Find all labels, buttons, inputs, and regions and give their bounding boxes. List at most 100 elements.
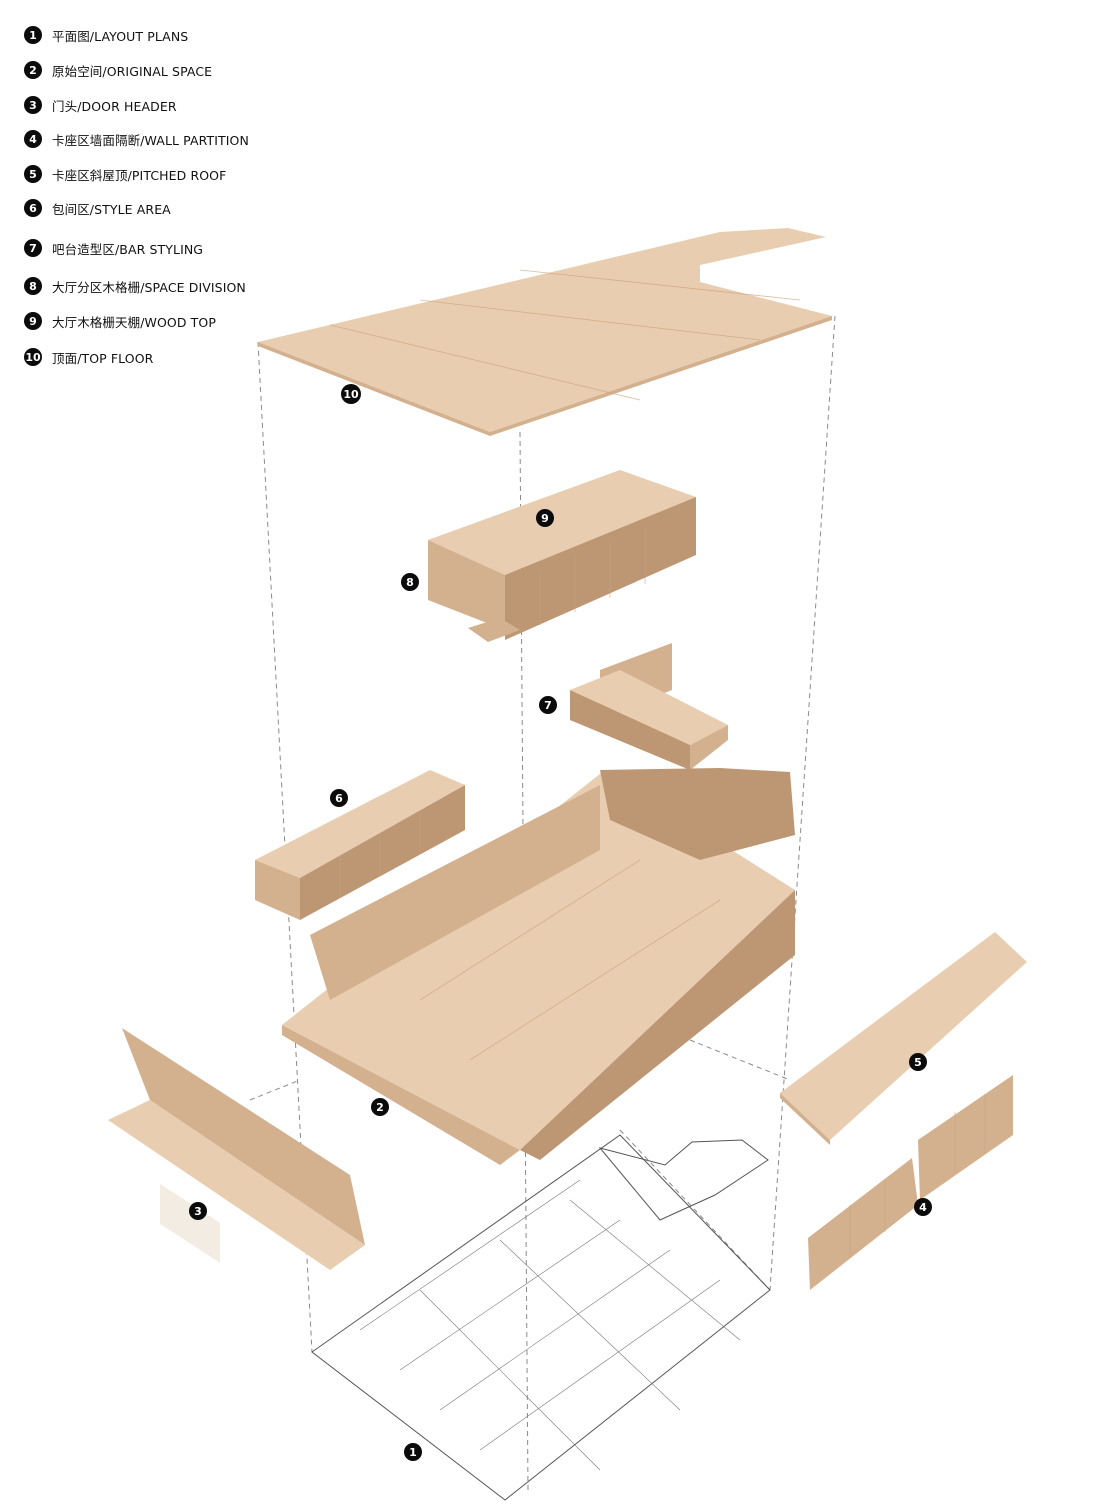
callout-3: 3 [189,1202,207,1220]
guide-line [769,315,836,1291]
callout-6: 6 [330,789,348,807]
callout-number: 10 [343,388,359,401]
callout-number: 8 [406,576,414,589]
rooms-side-wall [300,785,465,920]
roof-panel-top [780,932,1027,1140]
callout-number: 4 [919,1201,927,1214]
legend-number: 8 [24,277,42,295]
legend-item-pitched-roof: 5 卡座区斜屋顶/PITCHED ROOF [24,163,226,185]
legend-label: 原始空间/ORIGINAL SPACE [52,63,213,79]
legend-item-layout-plans: 1 平面图/LAYOUT PLANS [24,24,188,46]
legend-number: 1 [24,26,42,44]
rooms-top-edge [255,770,465,878]
callout-number: 5 [914,1056,922,1069]
top-floor-slab [258,228,832,436]
shell-rear-rooms [600,768,795,860]
callout-2: 2 [371,1098,389,1116]
bar-counter-end [690,725,728,770]
plan-seating-row [359,1179,581,1331]
wall-partition-module [808,1075,1013,1290]
shell-right-wall [520,890,795,1160]
callout-number: 1 [409,1446,417,1459]
legend-label: 卡座区墙面隔断/WALL PARTITION [52,132,249,148]
legend-number: 5 [24,165,42,183]
callout-number: 7 [544,699,552,712]
legend-number: 3 [24,96,42,114]
canopy-base-block [468,618,520,642]
partition-right [918,1075,1013,1200]
canopy-side [505,497,696,640]
legend-item-bar-styling: 7 吧台造型区/BAR STYLING [24,237,203,259]
canopy-front [428,540,505,630]
roof-panel-edge [780,1093,830,1145]
plan-outline [311,1134,771,1501]
door-header-base [108,1100,365,1270]
callout-7: 7 [539,696,557,714]
legend-label: 大厅分区木格栅/SPACE DIVISION [52,279,246,295]
wood-grain [419,299,761,341]
callout-number: 3 [194,1205,202,1218]
plan-seating-row [439,1249,671,1411]
plan-seating-col [569,1199,741,1341]
legend-item-space-division: 8 大厅分区木格栅/SPACE DIVISION [24,275,246,297]
original-space-shell [282,768,795,1165]
legend-number: 10 [24,348,42,366]
legend-label: 顶面/TOP FLOOR [52,350,154,366]
wood-grain [519,269,801,301]
legend-number: 4 [24,130,42,148]
wood-grille-canopy [428,470,696,642]
legend-number: 7 [24,239,42,257]
guide-line [619,1129,771,1291]
legend-item-top-floor: 10 顶面/TOP FLOOR [24,346,153,368]
shell-floor [282,770,795,1150]
floor-grain [469,899,721,1061]
callout-number: 9 [541,512,549,525]
door-header-facade [122,1028,365,1245]
callout-10: 10 [341,384,361,404]
bar-styling-module [570,643,728,770]
partition-left [808,1158,918,1290]
guide-line [689,1039,791,1081]
callout-8: 8 [401,573,419,591]
callout-5: 5 [909,1053,927,1071]
plan-seating-col [499,1239,681,1411]
plan-seating-col [419,1289,601,1471]
rooms-front-wall [255,860,300,920]
floor-grain [419,859,641,1001]
plan-seating-row [479,1279,721,1451]
canopy-top [428,470,696,575]
plan-seating-row [399,1219,621,1371]
callout-number: 6 [335,792,343,805]
guide-line [249,1079,301,1101]
private-room-module [255,770,465,920]
legend-number: 6 [24,199,42,217]
door-header-module [108,1028,365,1270]
storefront-window [160,1183,220,1263]
legend-item-original-space: 2 原始空间/ORIGINAL SPACE [24,59,212,81]
legend-label: 卡座区斜屋顶/PITCHED ROOF [52,167,227,183]
slab-top-face [258,228,832,432]
callout-number: 2 [376,1101,384,1114]
wood-grain [329,324,641,401]
legend-number: 2 [24,61,42,79]
callout-9: 9 [536,509,554,527]
bar-counter-front [570,690,690,770]
shell-front-edge [282,1025,520,1165]
layout-plan [311,1134,771,1501]
legend-item-wall-partition: 4 卡座区墙面隔断/WALL PARTITION [24,128,249,150]
legend-label: 包间区/STYLE AREA [52,201,171,217]
legend-item-door-header: 3 门头/DOOR HEADER [24,94,177,116]
legend-number: 9 [24,312,42,330]
plan-rear-rooms [598,1139,769,1221]
callout-4: 4 [914,1198,932,1216]
legend-label: 平面图/LAYOUT PLANS [52,28,189,44]
legend-label: 吧台造型区/BAR STYLING [52,241,204,257]
legend-label: 大厅木格栅天棚/WOOD TOP [52,314,216,330]
legend-label: 门头/DOOR HEADER [52,98,177,114]
legend-item-wood-top: 9 大厅木格栅天棚/WOOD TOP [24,310,216,332]
bar-counter-top [570,670,728,745]
callout-1: 1 [404,1443,422,1461]
pitched-roof-panel [780,932,1027,1145]
legend-item-style-area: 6 包间区/STYLE AREA [24,197,171,219]
